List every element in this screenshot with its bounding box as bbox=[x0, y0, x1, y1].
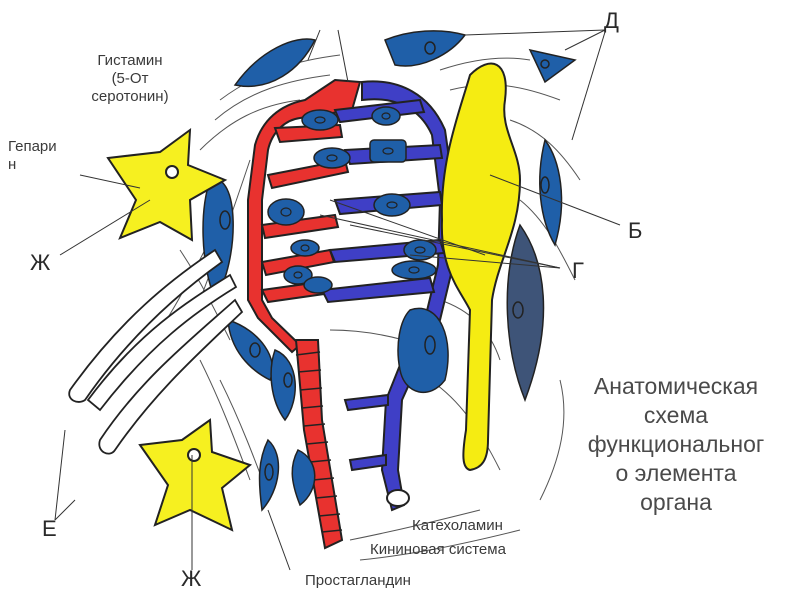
letter-b: Б bbox=[628, 218, 643, 243]
heparin-label: Гепари н bbox=[8, 138, 57, 173]
cell-nuclei bbox=[280, 112, 426, 279]
lymphatic-vessel bbox=[440, 62, 522, 472]
fibroblasts bbox=[202, 30, 577, 512]
kinin-system-label: Кининовая система bbox=[370, 541, 506, 558]
histamine-label: Гистамин (5-От серотонин) bbox=[91, 52, 169, 105]
prostaglandin-label: Простагландин bbox=[305, 572, 411, 589]
catecholamine-label: Катехоламин bbox=[412, 517, 503, 534]
mast-cells bbox=[106, 127, 253, 532]
letter-g: Г bbox=[572, 258, 584, 283]
letter-e: Е bbox=[42, 516, 57, 541]
letter-zh-bottom: Ж bbox=[181, 566, 202, 591]
nerve-fibers bbox=[68, 248, 244, 455]
letter-d: Д bbox=[604, 8, 619, 33]
pointer-lines bbox=[54, 29, 621, 571]
capillary-bed bbox=[294, 339, 344, 550]
letter-zh-top: Ж bbox=[30, 250, 51, 275]
diagram-title: Анатомическая схема функциональног о эле… bbox=[587, 373, 765, 515]
